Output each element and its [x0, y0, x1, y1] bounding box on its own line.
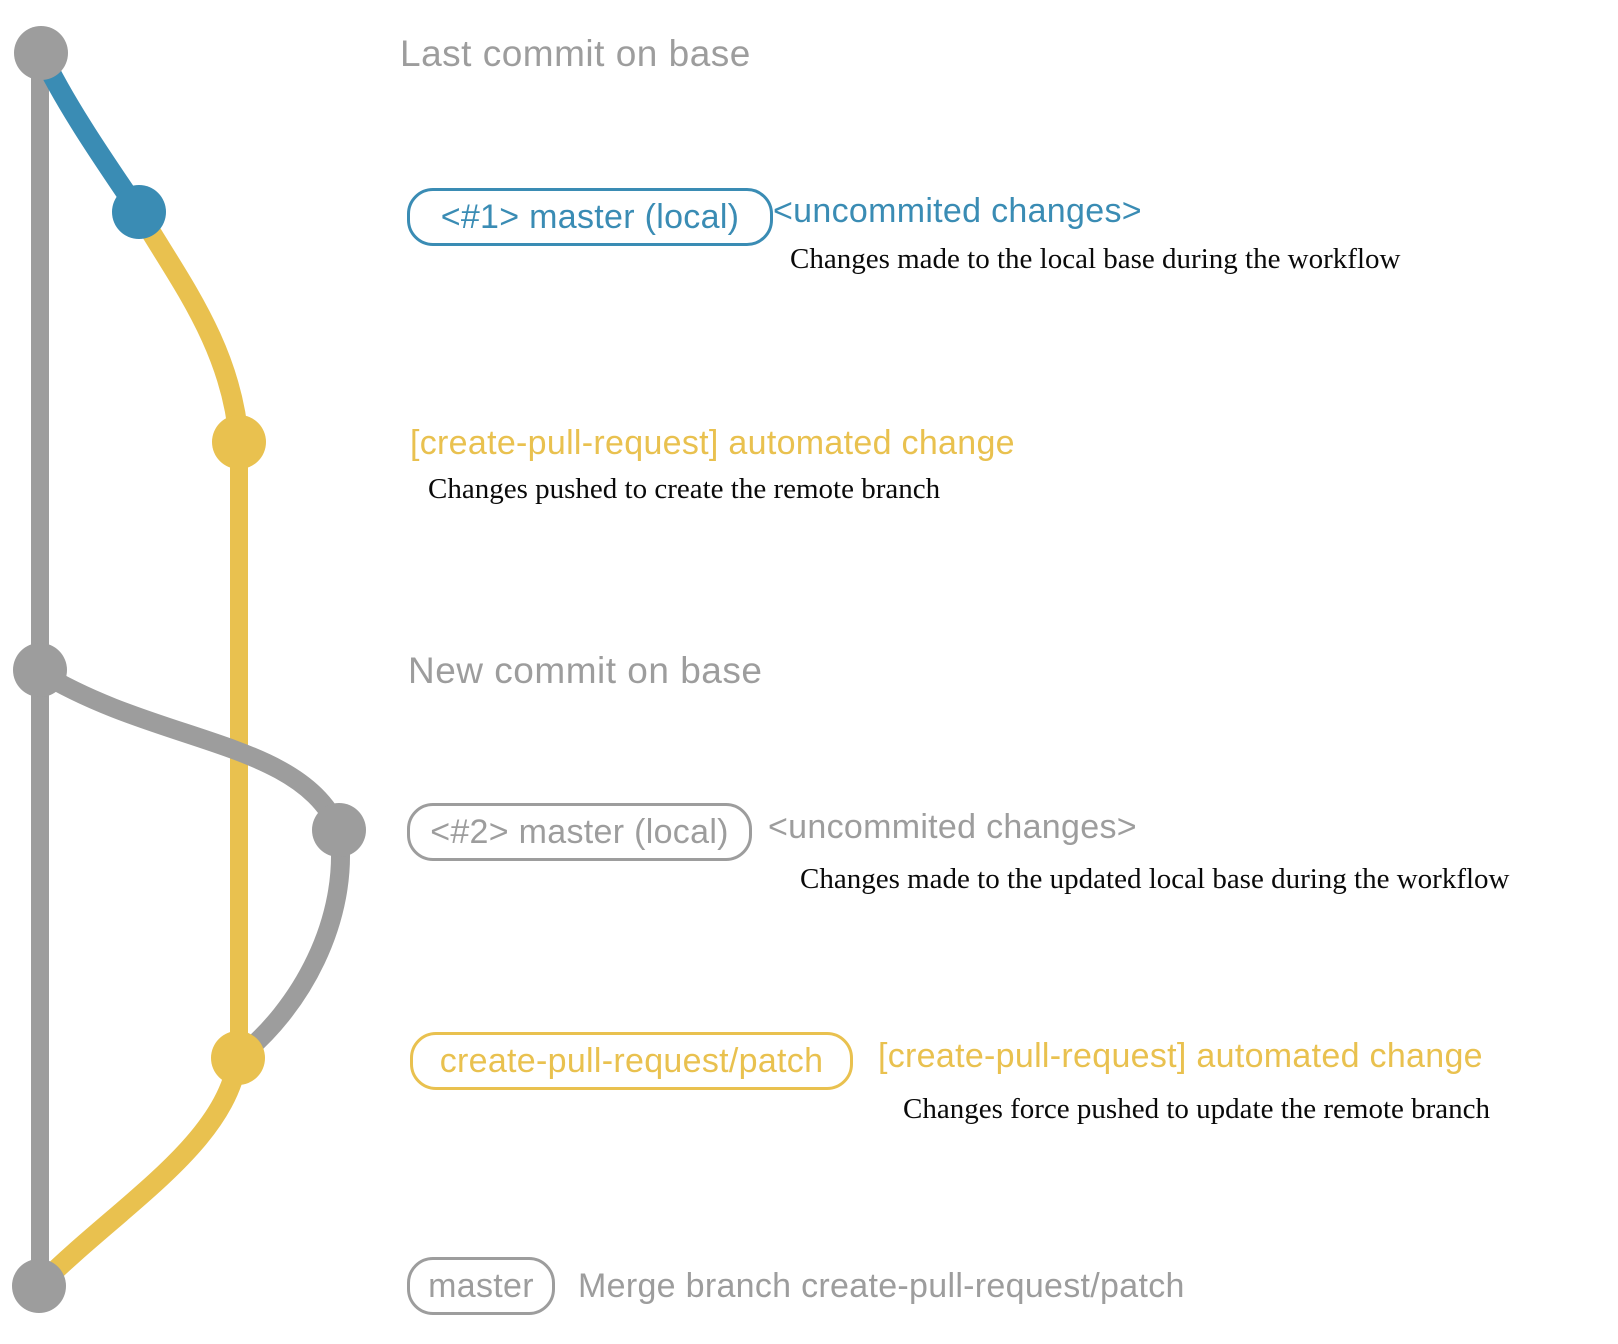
commit-graph	[12, 26, 366, 1313]
base-rebase-in-curve	[232, 828, 350, 1066]
note-uncommitted-changes-1: <uncommited changes>	[773, 192, 1142, 230]
label-last-commit-on-base: Last commit on base	[400, 33, 751, 74]
commit-dot-local-2	[312, 803, 366, 857]
detail-local-changes-2: Changes made to the updated local base d…	[800, 863, 1510, 895]
local-branch-curve	[31, 48, 148, 218]
commit-dot-last-base	[14, 26, 68, 80]
commit-dot-local-1	[112, 185, 166, 239]
branch-pill-master-local-1-label: <#1> master (local)	[440, 197, 740, 236]
branch-pill-master: master	[407, 1257, 555, 1315]
remote-branch-merge-curve	[31, 1056, 248, 1294]
branch-pill-master-local-1: <#1> master (local)	[407, 188, 773, 246]
branch-pill-master-local-2-label: <#2> master (local)	[430, 812, 729, 851]
note-automated-change-1: [create-pull-request] automated change	[410, 424, 1015, 462]
commit-dot-merge	[12, 1259, 66, 1313]
commit-dot-new-base	[13, 643, 67, 697]
detail-local-changes-1: Changes made to the local base during th…	[790, 243, 1401, 275]
detail-push-remote: Changes pushed to create the remote bran…	[428, 473, 941, 505]
commit-dot-remote-2	[211, 1031, 265, 1085]
base-rebase-out-curve	[35, 663, 348, 835]
note-merge-branch: Merge branch create-pull-request/patch	[578, 1267, 1185, 1305]
remote-branch-push-curve	[130, 207, 249, 443]
branch-pill-master-label: master	[428, 1266, 534, 1305]
branch-pill-master-local-2: <#2> master (local)	[407, 803, 752, 861]
note-uncommitted-changes-2: <uncommited changes>	[768, 808, 1137, 846]
detail-force-push-remote: Changes force pushed to update the remot…	[903, 1093, 1491, 1125]
commit-dot-remote-1	[212, 415, 266, 469]
label-new-commit-on-base: New commit on base	[408, 650, 763, 691]
branch-pill-create-pull-request-patch: create-pull-request/patch	[410, 1032, 853, 1090]
note-automated-change-2: [create-pull-request] automated change	[878, 1037, 1483, 1075]
branch-pill-create-pull-request-patch-label: create-pull-request/patch	[439, 1041, 824, 1080]
